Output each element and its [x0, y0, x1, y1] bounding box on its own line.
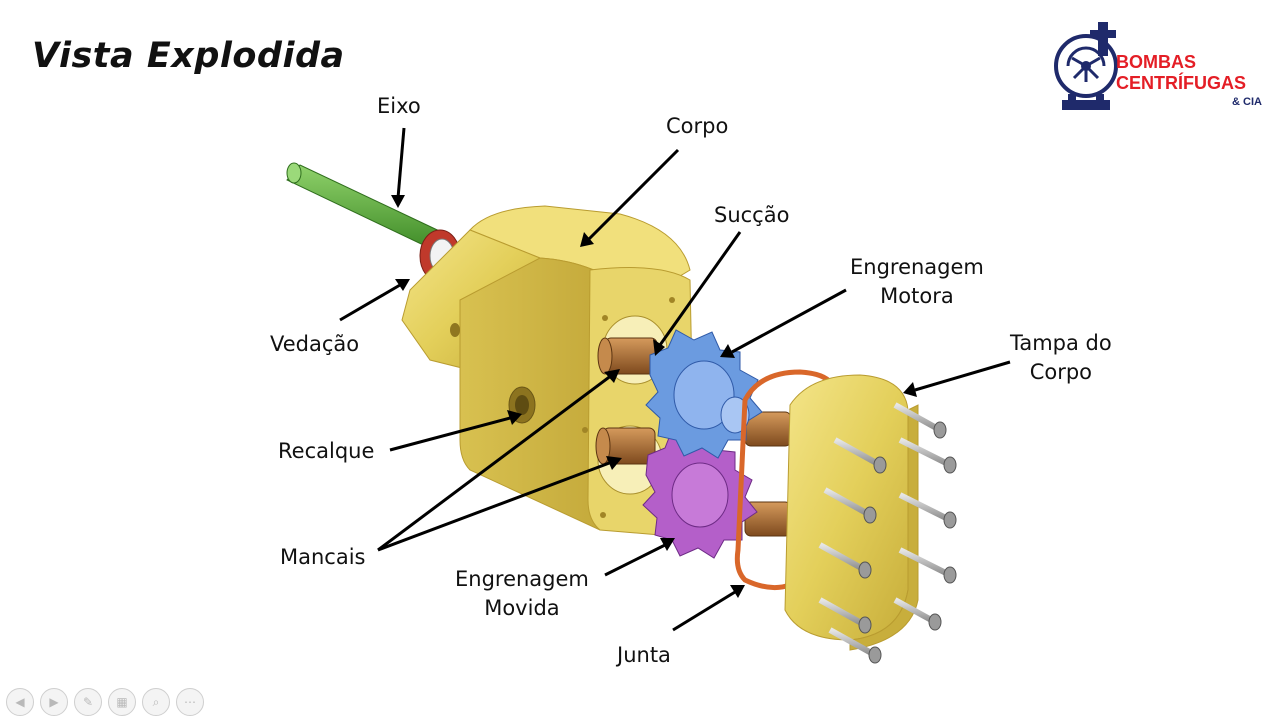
label-junta: Junta [617, 643, 671, 667]
presentation-toolbar: ◀ ▶ ✎ ▦ ⌕ ⋯ [6, 688, 204, 716]
label-engrenagem-movida-line1: Engrenagem [455, 567, 589, 591]
pen-button[interactable]: ✎ [74, 688, 102, 716]
cover-bolts [818, 402, 957, 664]
label-mancais: Mancais [280, 545, 366, 569]
more-icon: ⋯ [184, 695, 196, 709]
slides-button[interactable]: ▦ [108, 688, 136, 716]
label-corpo: Corpo [666, 114, 729, 138]
next-icon: ▶ [49, 695, 59, 709]
label-engrenagem-motora-line2: Motora [880, 284, 954, 308]
label-engrenagem-movida-line2: Movida [484, 596, 560, 620]
prev-button[interactable]: ◀ [6, 688, 34, 716]
label-tampa-do-corpo: Tampa do Corpo [1010, 329, 1112, 387]
label-tampa-line2: Corpo [1029, 360, 1093, 384]
label-engrenagem-motora: Engrenagem Motora [850, 253, 984, 311]
label-tampa-line1: Tampa do [1010, 331, 1112, 355]
drive-gear [645, 329, 763, 459]
label-succao: Sucção [714, 203, 790, 227]
driven-gear [642, 429, 758, 559]
pump-logo-icon [1054, 22, 1118, 110]
zoom-button[interactable]: ⌕ [142, 688, 170, 716]
logo-text-line3: & CIA [1232, 96, 1262, 108]
label-recalque: Recalque [278, 439, 375, 463]
label-vedacao: Vedação [270, 332, 360, 356]
slide-title: Vista Explodida [32, 36, 345, 76]
next-button[interactable]: ▶ [40, 688, 68, 716]
logo-text-line1: BOMBAS [1116, 52, 1196, 72]
prev-icon: ◀ [15, 695, 25, 709]
slides-icon: ▦ [116, 695, 128, 709]
zoom-icon: ⌕ [152, 694, 160, 709]
leader-arrows [339, 127, 1011, 632]
logo-text-line2: CENTRÍFUGAS [1116, 73, 1246, 93]
bearings [595, 337, 792, 537]
label-engrenagem-movida: Engrenagem Movida [455, 565, 589, 623]
more-button[interactable]: ⋯ [176, 688, 204, 716]
label-engrenagem-motora-line1: Engrenagem [850, 255, 984, 279]
label-eixo: Eixo [377, 94, 421, 118]
pen-icon: ✎ [82, 695, 94, 709]
cover [784, 374, 957, 664]
